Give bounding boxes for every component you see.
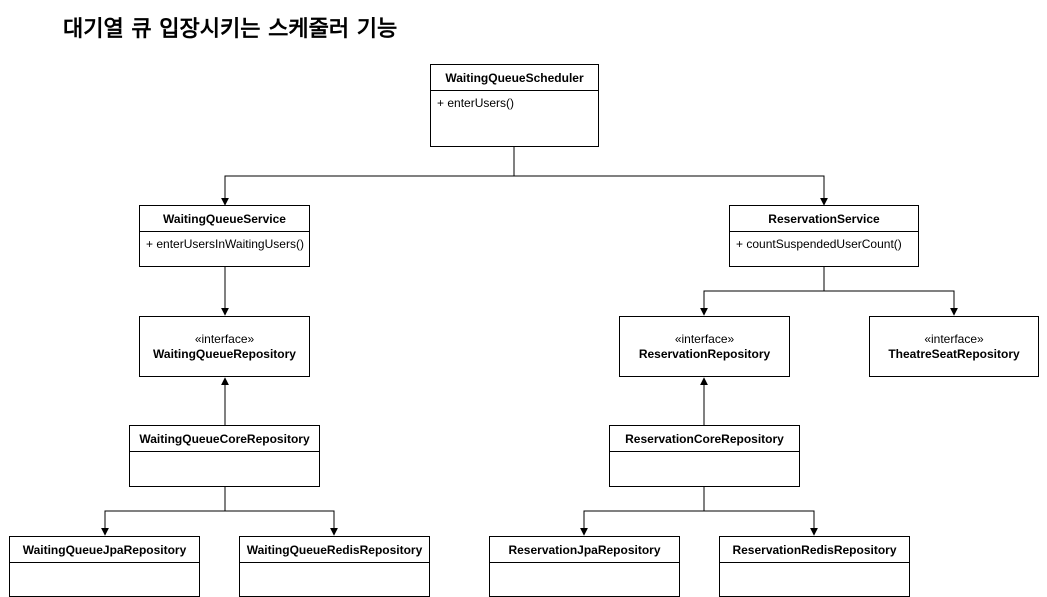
interface-name: TheatreSeatRepository <box>888 346 1020 361</box>
class-method <box>240 563 429 568</box>
interface-name: WaitingQueueRepository <box>153 346 296 361</box>
edge-scheduler-to-waiting-service <box>221 147 515 206</box>
interface-stereotype: «interface» <box>674 331 735 346</box>
class-method: + enterUsersInWaitingUsers() <box>146 237 304 251</box>
class-method <box>610 452 799 457</box>
class-name: ReservationRedisRepository <box>720 537 909 563</box>
class-waiting-queue-redis-repository[interactable]: WaitingQueueRedisRepository <box>239 536 430 597</box>
class-name: WaitingQueueService <box>140 206 309 232</box>
class-reservation-service[interactable]: ReservationService + countSuspendedUserC… <box>729 205 919 267</box>
diagram-title: 대기열 큐 입장시키는 스케줄러 기능 <box>63 17 398 42</box>
edge-reservation-core-to-jpa <box>580 487 705 536</box>
class-reservation-core-repository[interactable]: ReservationCoreRepository <box>609 425 800 487</box>
class-method <box>490 563 679 568</box>
class-method <box>10 563 199 568</box>
edge-reservation-service-to-seat-repo <box>824 290 958 316</box>
interface-stereotype: «interface» <box>924 331 984 346</box>
class-reservation-jpa-repository[interactable]: ReservationJpaRepository <box>489 536 680 597</box>
interface-name: ReservationRepository <box>638 346 771 361</box>
class-waiting-queue-service[interactable]: WaitingQueueService + enterUsersInWaitin… <box>139 205 310 267</box>
class-waiting-queue-jpa-repository[interactable]: WaitingQueueJpaRepository <box>9 536 200 597</box>
interface-theatre-seat-repository[interactable]: «interface» TheatreSeatRepository <box>869 316 1039 377</box>
class-name: ReservationCoreRepository <box>610 426 799 452</box>
edge-scheduler-to-reservation-service <box>514 175 828 206</box>
edge-waiting-core-to-redis <box>225 510 338 536</box>
interface-reservation-repository[interactable]: «interface» ReservationRepository <box>619 316 790 377</box>
class-name: WaitingQueueCoreRepository <box>130 426 319 452</box>
class-waiting-queue-scheduler[interactable]: WaitingQueueScheduler + enterUsers() <box>430 64 599 147</box>
class-name: WaitingQueueScheduler <box>431 65 598 91</box>
class-waiting-queue-core-repository[interactable]: WaitingQueueCoreRepository <box>129 425 320 487</box>
class-name: WaitingQueueJpaRepository <box>10 537 199 563</box>
class-method <box>130 452 319 457</box>
edge-reservation-core-to-redis <box>704 510 818 536</box>
edge-waiting-core-to-jpa <box>101 487 226 536</box>
class-method: + enterUsers() <box>437 96 515 110</box>
interface-waiting-queue-repository[interactable]: «interface» WaitingQueueRepository <box>139 316 310 377</box>
class-name: WaitingQueueRedisRepository <box>240 537 429 563</box>
class-reservation-redis-repository[interactable]: ReservationRedisRepository <box>719 536 910 597</box>
class-method: + countSuspendedUserCount() <box>736 237 902 251</box>
edge-reservation-service-to-repo <box>700 267 825 316</box>
class-name: ReservationJpaRepository <box>490 537 679 563</box>
class-method <box>720 563 909 568</box>
interface-stereotype: «interface» <box>194 331 255 346</box>
class-name: ReservationService <box>730 206 918 232</box>
